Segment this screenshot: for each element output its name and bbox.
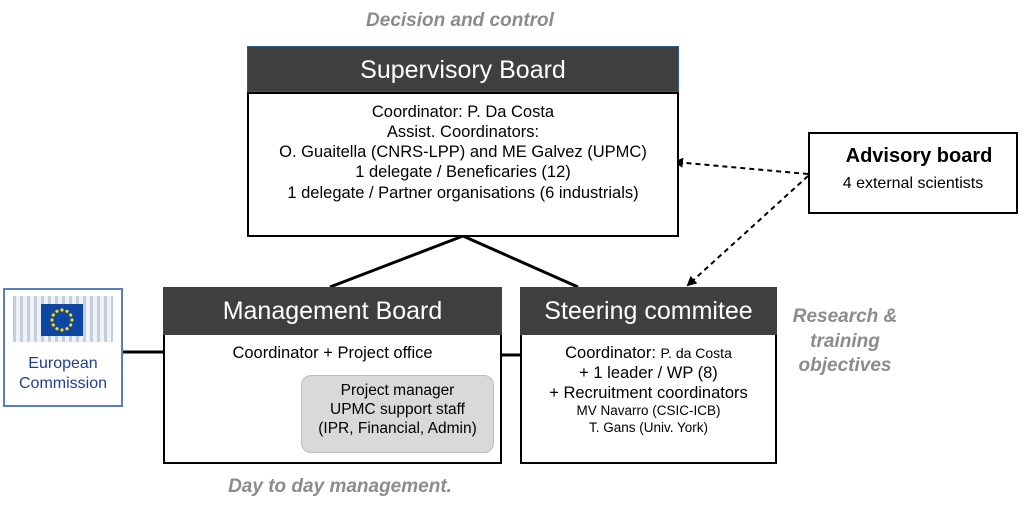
caption-decision-and-control: Decision and control xyxy=(366,10,554,31)
supervisory-assist-names: O. Guaitella (CNRS-LPP) and ME Galvez (U… xyxy=(279,143,647,162)
steering-recruitment: + Recruitment coordinators xyxy=(549,384,748,403)
eu-flag-icon xyxy=(41,304,83,336)
eu-logo-label: European Commission xyxy=(5,354,121,394)
supervisory-board-body: Coordinator: P. Da Costa Assist. Coordin… xyxy=(247,92,679,237)
line-supervisory-to-management xyxy=(329,234,464,289)
management-board-line: Coordinator + Project office xyxy=(232,344,433,362)
advisory-board-subtitle: 4 external scientists xyxy=(842,175,984,193)
steering-coordinator: Coordinator: P. da Costa xyxy=(522,343,775,363)
line-supervisory-to-steering xyxy=(462,234,579,289)
project-manager: Project manager xyxy=(340,382,455,399)
steering-coordinator-prefix: Coordinator: xyxy=(565,344,661,362)
caption-research-training: Research & training objectives xyxy=(785,305,905,379)
caption-day-to-day: Day to day management. xyxy=(228,476,452,497)
supervisory-coordinator: Coordinator: P. Da Costa xyxy=(371,103,555,121)
steering-committee-body: Coordinator: P. da Costa + 1 leader / WP… xyxy=(520,335,777,464)
steering-recruiter-1: MV Navarro (CSIC-ICB) xyxy=(576,403,721,419)
management-board-body: Coordinator + Project office Project man… xyxy=(163,335,502,464)
supervisory-assist-coordinators: Assist. Coordinators: xyxy=(386,123,540,142)
steering-committee-header: Steering commitee xyxy=(520,287,777,335)
arrow-advisory-to-steering xyxy=(686,175,809,287)
eu-stars-icon xyxy=(50,308,74,332)
caption-research-line3: objectives xyxy=(798,355,892,377)
steering-coordinator-name: P. da Costa xyxy=(660,345,732,361)
support-staff-areas: (IPR, Financial, Admin) xyxy=(318,419,477,437)
advisory-board: Advisory board 4 external scientists xyxy=(808,132,1018,214)
steering-recruiter-2: T. Gans (Univ. York) xyxy=(588,419,709,435)
arrow-advisory-to-supervisory xyxy=(673,157,809,175)
project-office-box: Project manager UPMC support staff (IPR,… xyxy=(301,375,494,453)
eu-logo-label-line2: Commission xyxy=(18,375,107,392)
eu-logo-label-line1: European xyxy=(28,355,98,372)
caption-research-line2: training xyxy=(810,330,880,352)
upmc-support-staff: UPMC support staff xyxy=(330,400,465,418)
management-board-header: Management Board xyxy=(163,287,502,335)
supervisory-board-header: Supervisory Board xyxy=(247,46,679,92)
supervisory-beneficiaries: 1 delegate / Beneficaries (12) xyxy=(355,163,571,182)
caption-research-line1: Research & xyxy=(792,306,898,327)
advisory-board-title: Advisory board xyxy=(845,145,993,167)
supervisory-partners: 1 delegate / Partner organisations (6 in… xyxy=(287,183,639,202)
steering-wp-leaders: + 1 leader / WP (8) xyxy=(579,364,718,383)
european-commission-logo: European Commission xyxy=(3,288,123,407)
